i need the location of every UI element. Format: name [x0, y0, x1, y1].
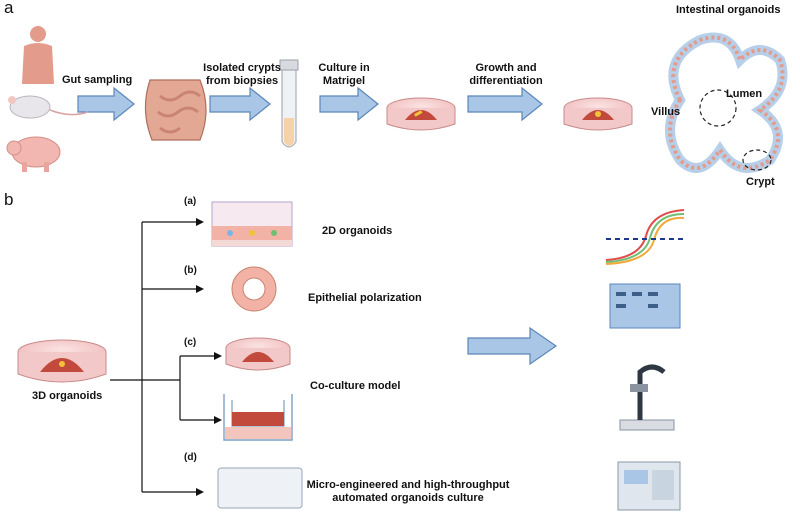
curve-plot-icon — [605, 209, 685, 265]
human-silhouette-icon — [22, 26, 54, 84]
intestinal-organoid-icon — [665, 32, 788, 173]
3d-organoid-dish-icon — [17, 339, 107, 383]
transwell-icon — [223, 394, 293, 441]
isolated-crypts-label: Isolated crypts from biopsies — [196, 62, 288, 88]
branch-a-tag: (a) — [184, 196, 197, 207]
growth-line1: Growth and — [475, 62, 537, 74]
well-plate-icon — [217, 467, 303, 509]
mouse-icon — [8, 95, 89, 119]
growth-label: Growth and differentiation — [456, 62, 556, 88]
villus-label: Villus — [651, 106, 681, 118]
crypt-label: Crypt — [746, 176, 775, 188]
result-arrow — [467, 326, 558, 366]
microscope-icon — [619, 364, 675, 431]
culture-line1: Culture in — [318, 62, 370, 74]
branch-d-tag: (d) — [184, 452, 197, 463]
2d-organoid-icon — [211, 201, 293, 247]
tube-icon — [279, 59, 299, 148]
coculture-dish-icon — [225, 337, 291, 371]
branch-arrowheads — [196, 218, 222, 496]
petri-dish-icon-2 — [563, 97, 633, 131]
growth-line2: differentiation — [469, 75, 543, 87]
culture-line2: Matrigel — [322, 75, 366, 87]
petri-dish-icon-1 — [386, 97, 456, 131]
organoid-ring-icon — [231, 266, 277, 312]
panel-a-label: a — [4, 0, 14, 17]
lumen-label: Lumen — [726, 88, 763, 100]
isolated-crypts-line1: Isolated crypts — [203, 62, 281, 74]
branch-d-line1: Micro-engineered and high-throughput — [306, 479, 510, 491]
pig-icon — [6, 136, 61, 172]
branch-c-tag: (c) — [184, 337, 197, 348]
culture-label: Culture in Matrigel — [309, 62, 379, 88]
flow-arrow-3 — [319, 86, 379, 122]
gut-sampling-label: Gut sampling — [62, 74, 133, 86]
flow-arrow-4 — [467, 86, 543, 122]
flow-arrow-1 — [77, 86, 135, 122]
branch-d-line2: automated organoids culture — [332, 492, 484, 504]
sequencer-icon — [617, 461, 681, 511]
panel-b-label: b — [4, 190, 14, 209]
branch-connectors — [110, 221, 214, 493]
intestine-icon — [144, 79, 207, 141]
branch-d-label: Micro-engineered and high-throughput aut… — [296, 479, 520, 505]
branch-b-tag: (b) — [184, 265, 197, 276]
branch-b-label: Epithelial polarization — [308, 292, 422, 304]
3d-organoids-label: 3D organoids — [32, 390, 103, 402]
intestinal-organoids-title: Intestinal organoids — [676, 4, 781, 16]
branch-c-label: Co-culture model — [310, 380, 401, 392]
flow-arrow-2 — [209, 86, 271, 122]
isolated-crypts-line2: from biopsies — [205, 75, 279, 87]
branch-a-label: 2D organoids — [322, 225, 393, 237]
western-blot-icon — [609, 283, 681, 329]
